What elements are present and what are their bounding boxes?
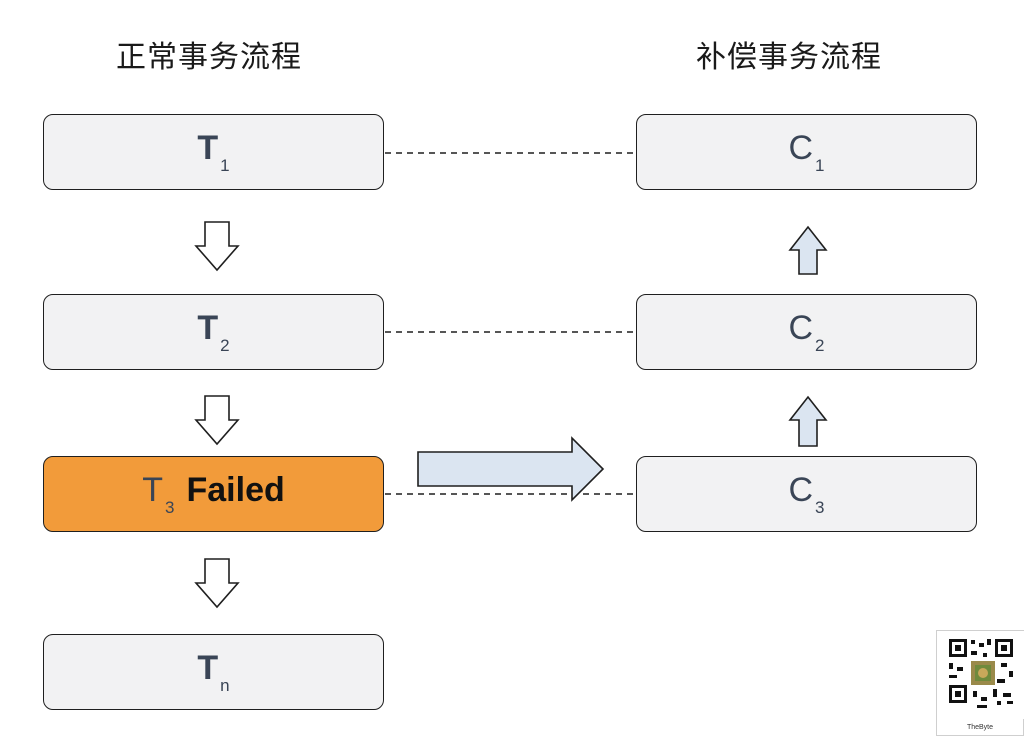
up-arrow-icon	[788, 395, 828, 447]
compensation-flow-heading: 补偿事务流程	[696, 40, 882, 75]
qr-code-icon	[937, 631, 1024, 719]
failed-status-text: Failed	[186, 470, 285, 509]
qr-code: TheByte	[936, 630, 1024, 736]
down-arrow-icon	[194, 221, 240, 272]
up-arrow-icon	[788, 225, 828, 275]
normal-flow-heading: 正常事务流程	[116, 40, 302, 75]
qr-caption: TheByte	[966, 724, 994, 731]
compensate-arrow-icon	[417, 436, 605, 502]
down-arrow-icon	[194, 558, 240, 609]
down-arrow-icon	[194, 395, 240, 446]
